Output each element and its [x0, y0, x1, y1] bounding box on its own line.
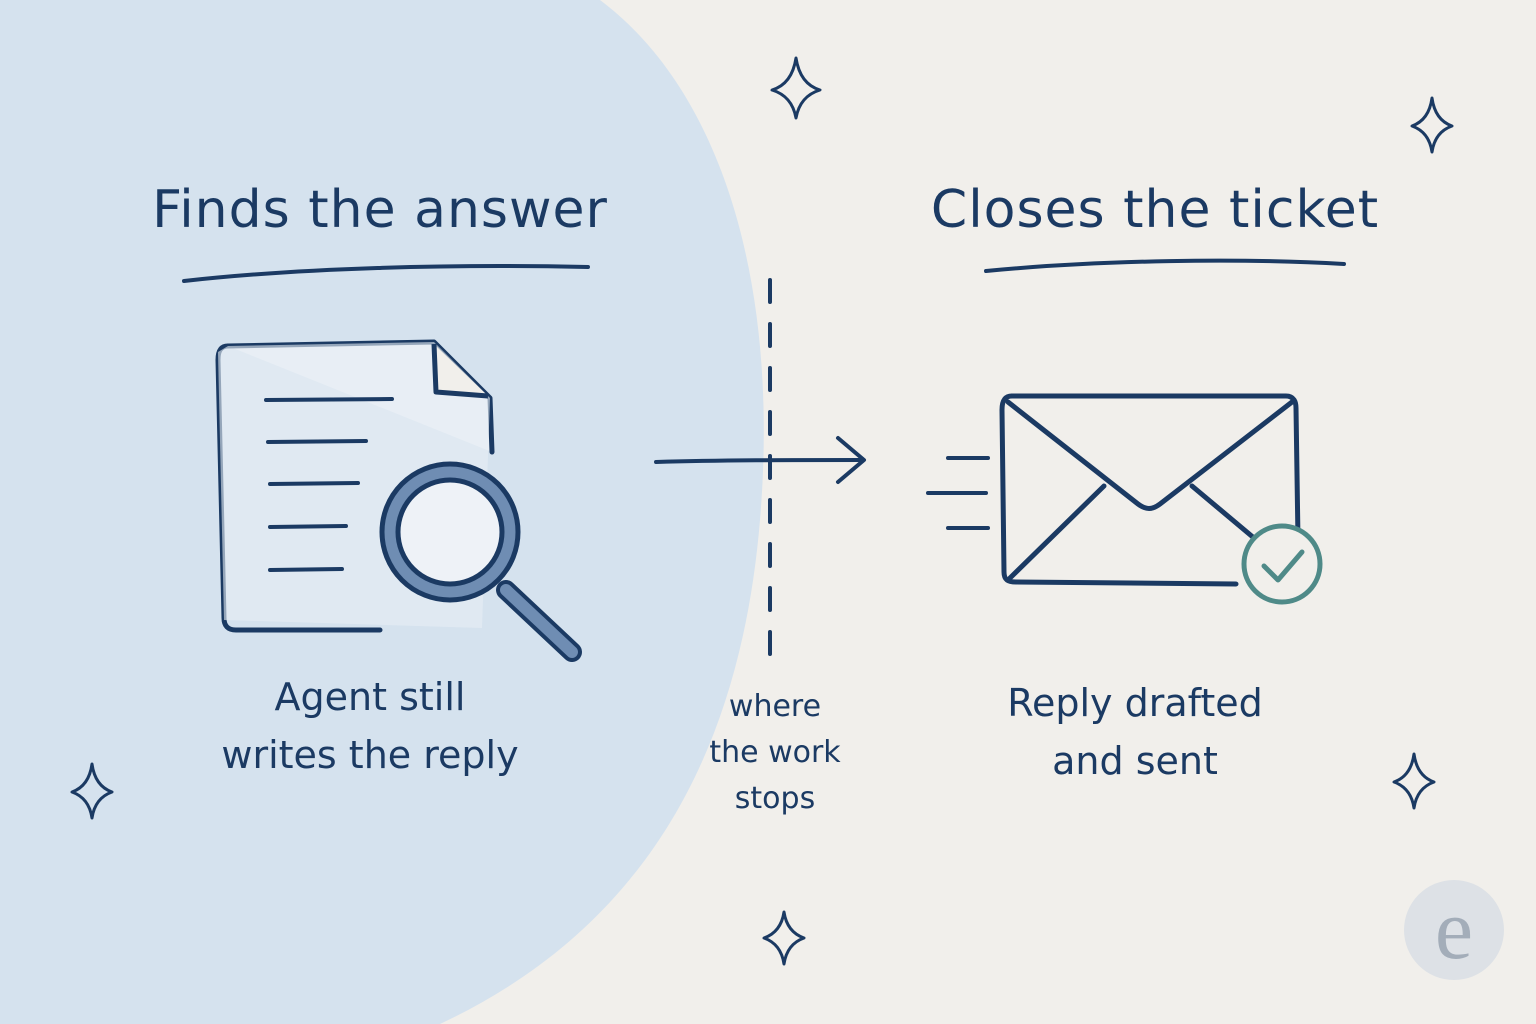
sparkle-icon: [770, 56, 822, 120]
sparkle-icon: [1392, 752, 1436, 810]
logo-letter: e: [1435, 881, 1473, 977]
right-caption-line: and sent: [1052, 739, 1218, 783]
divider-caption: where the work stops: [680, 684, 870, 822]
left-caption-line: writes the reply: [221, 733, 519, 777]
arrow-right-icon: [654, 436, 866, 484]
divider-caption-line: stops: [734, 781, 816, 816]
left-caption-line: Agent still: [274, 675, 466, 719]
envelope-check-icon: [926, 393, 1323, 605]
left-heading: Finds the answer: [152, 180, 608, 240]
brand-logo: e: [1404, 880, 1504, 980]
sparkle-icon: [762, 910, 806, 966]
document-magnifier-icon: [215, 339, 582, 662]
right-heading: Closes the ticket: [930, 180, 1380, 240]
sparkle-icon: [1410, 96, 1454, 154]
left-caption: Agent still writes the reply: [170, 668, 570, 784]
right-heading-underline: [984, 258, 1346, 273]
right-caption-line: Reply drafted: [1007, 681, 1263, 725]
left-heading-underline: [182, 264, 590, 283]
right-caption: Reply drafted and sent: [960, 674, 1310, 790]
sparkle-icon: [70, 762, 114, 820]
divider-caption-line: where: [728, 689, 822, 724]
divider-caption-line: the work: [709, 735, 841, 770]
